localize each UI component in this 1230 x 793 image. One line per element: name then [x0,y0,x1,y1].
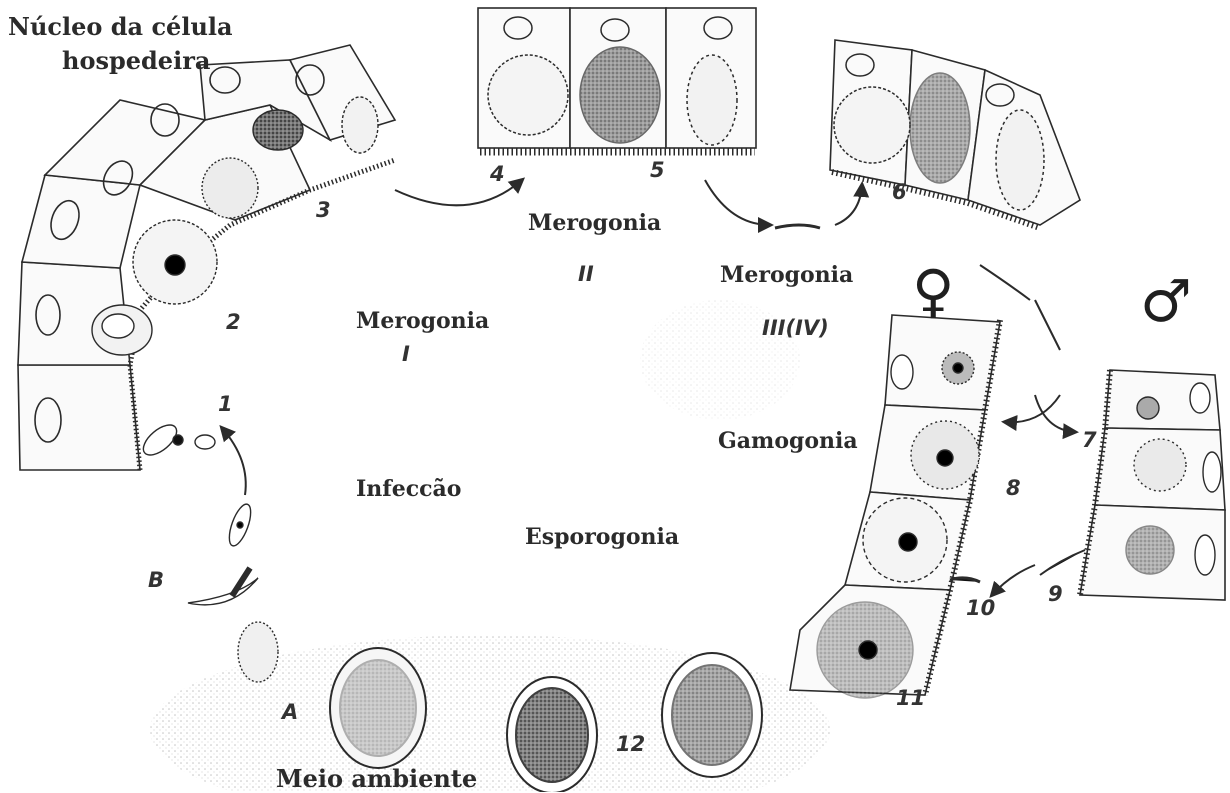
host-nucleus-label-line1: Núcleo da célula [8,12,233,41]
meio-ambiente-label: Meio ambiente [276,764,477,793]
male-symbol-icon: ♂ [1140,272,1192,330]
stage-9: 9 [1048,582,1063,606]
merogonia-i-label: Merogonia [356,308,489,334]
stage-5: 5 [650,158,665,182]
merogonia-ii-label: Merogonia [528,210,661,236]
stage-11: 11 [896,686,925,710]
stage-4: 4 [490,162,505,186]
stage-2: 2 [226,310,241,334]
stage-1: 1 [218,392,233,416]
merogonia-iii-label: Merogonia [720,262,853,288]
stage-12: 12 [616,732,645,756]
gamogonia-label: Gamogonia [718,428,858,454]
stage-3: 3 [316,198,331,222]
infeccao-label: Infeccão [356,476,461,502]
stage-10: 10 [966,596,995,620]
roman-ii-label: II [578,262,594,286]
esporogonia-label: Esporogonia [525,524,679,550]
female-symbol-icon: ♀ [912,262,954,320]
stage-7: 7 [1082,428,1097,452]
stage-6: 6 [892,180,907,204]
host-nucleus-label-line2: hospedeira [62,46,210,75]
roman-iii-label: III(IV) [762,316,829,340]
stage-b: B [148,568,164,592]
roman-i-label: I [402,342,410,366]
stage-8: 8 [1006,476,1021,500]
stage-a: A [282,700,298,724]
